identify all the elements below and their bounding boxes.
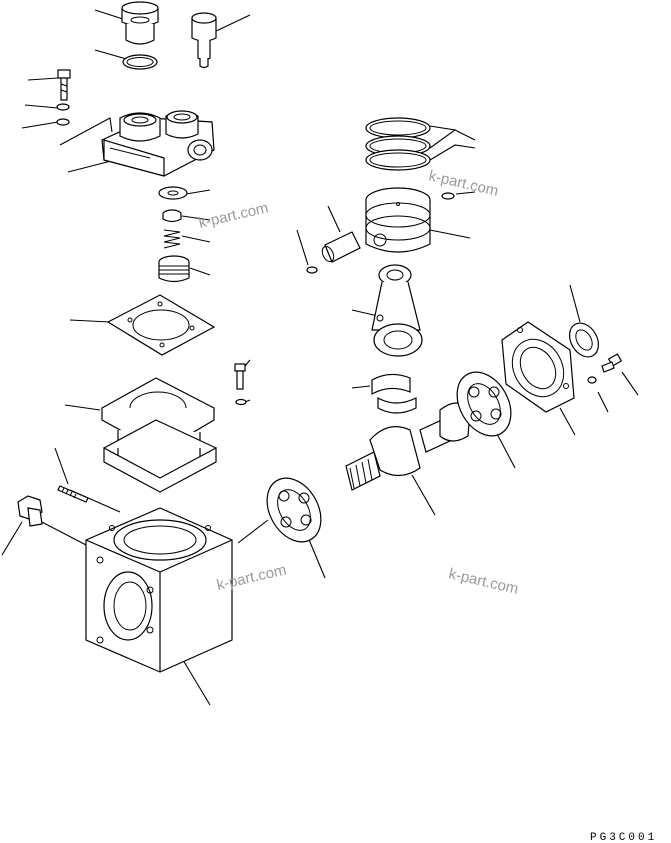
head-bolt [57,69,71,101]
drawing-code: PG3C001 [590,832,657,843]
crankshaft [345,402,471,491]
piston-rings [365,117,431,171]
drain-plug [17,495,43,527]
stud-bolt [57,485,89,503]
flat-washer [56,118,70,126]
outlet-fitting [191,12,217,69]
cover-washer [587,376,597,384]
bearing-cover [501,321,575,413]
snap-ring-left [306,266,318,274]
valve-cap [158,255,190,283]
cylinder-head [101,110,215,177]
inlet-fitting [121,1,159,45]
valve-disc [162,209,182,223]
watermark-text: k-part.com [447,565,520,598]
cover-bolt [601,353,623,373]
watermark-text: k-part.com [427,167,500,200]
watermark-text: k-part.com [197,199,270,232]
spring-washer [56,103,70,111]
block-bolt [234,363,246,390]
connecting-rod [371,264,423,357]
valve-seat [158,186,188,200]
gasket-ring-top [122,54,158,70]
main-bearing-right [456,371,512,437]
block-washer [235,398,247,406]
rod-bearing-shells [371,373,417,414]
cylinder-block [100,377,217,493]
head-gasket [106,294,216,356]
snap-ring-right [441,192,455,200]
crankcase [85,507,233,673]
piston [365,187,431,253]
piston-pin [321,231,361,263]
main-bearing-left [266,477,322,543]
oil-seal [568,322,600,358]
valve-spring [163,229,181,249]
